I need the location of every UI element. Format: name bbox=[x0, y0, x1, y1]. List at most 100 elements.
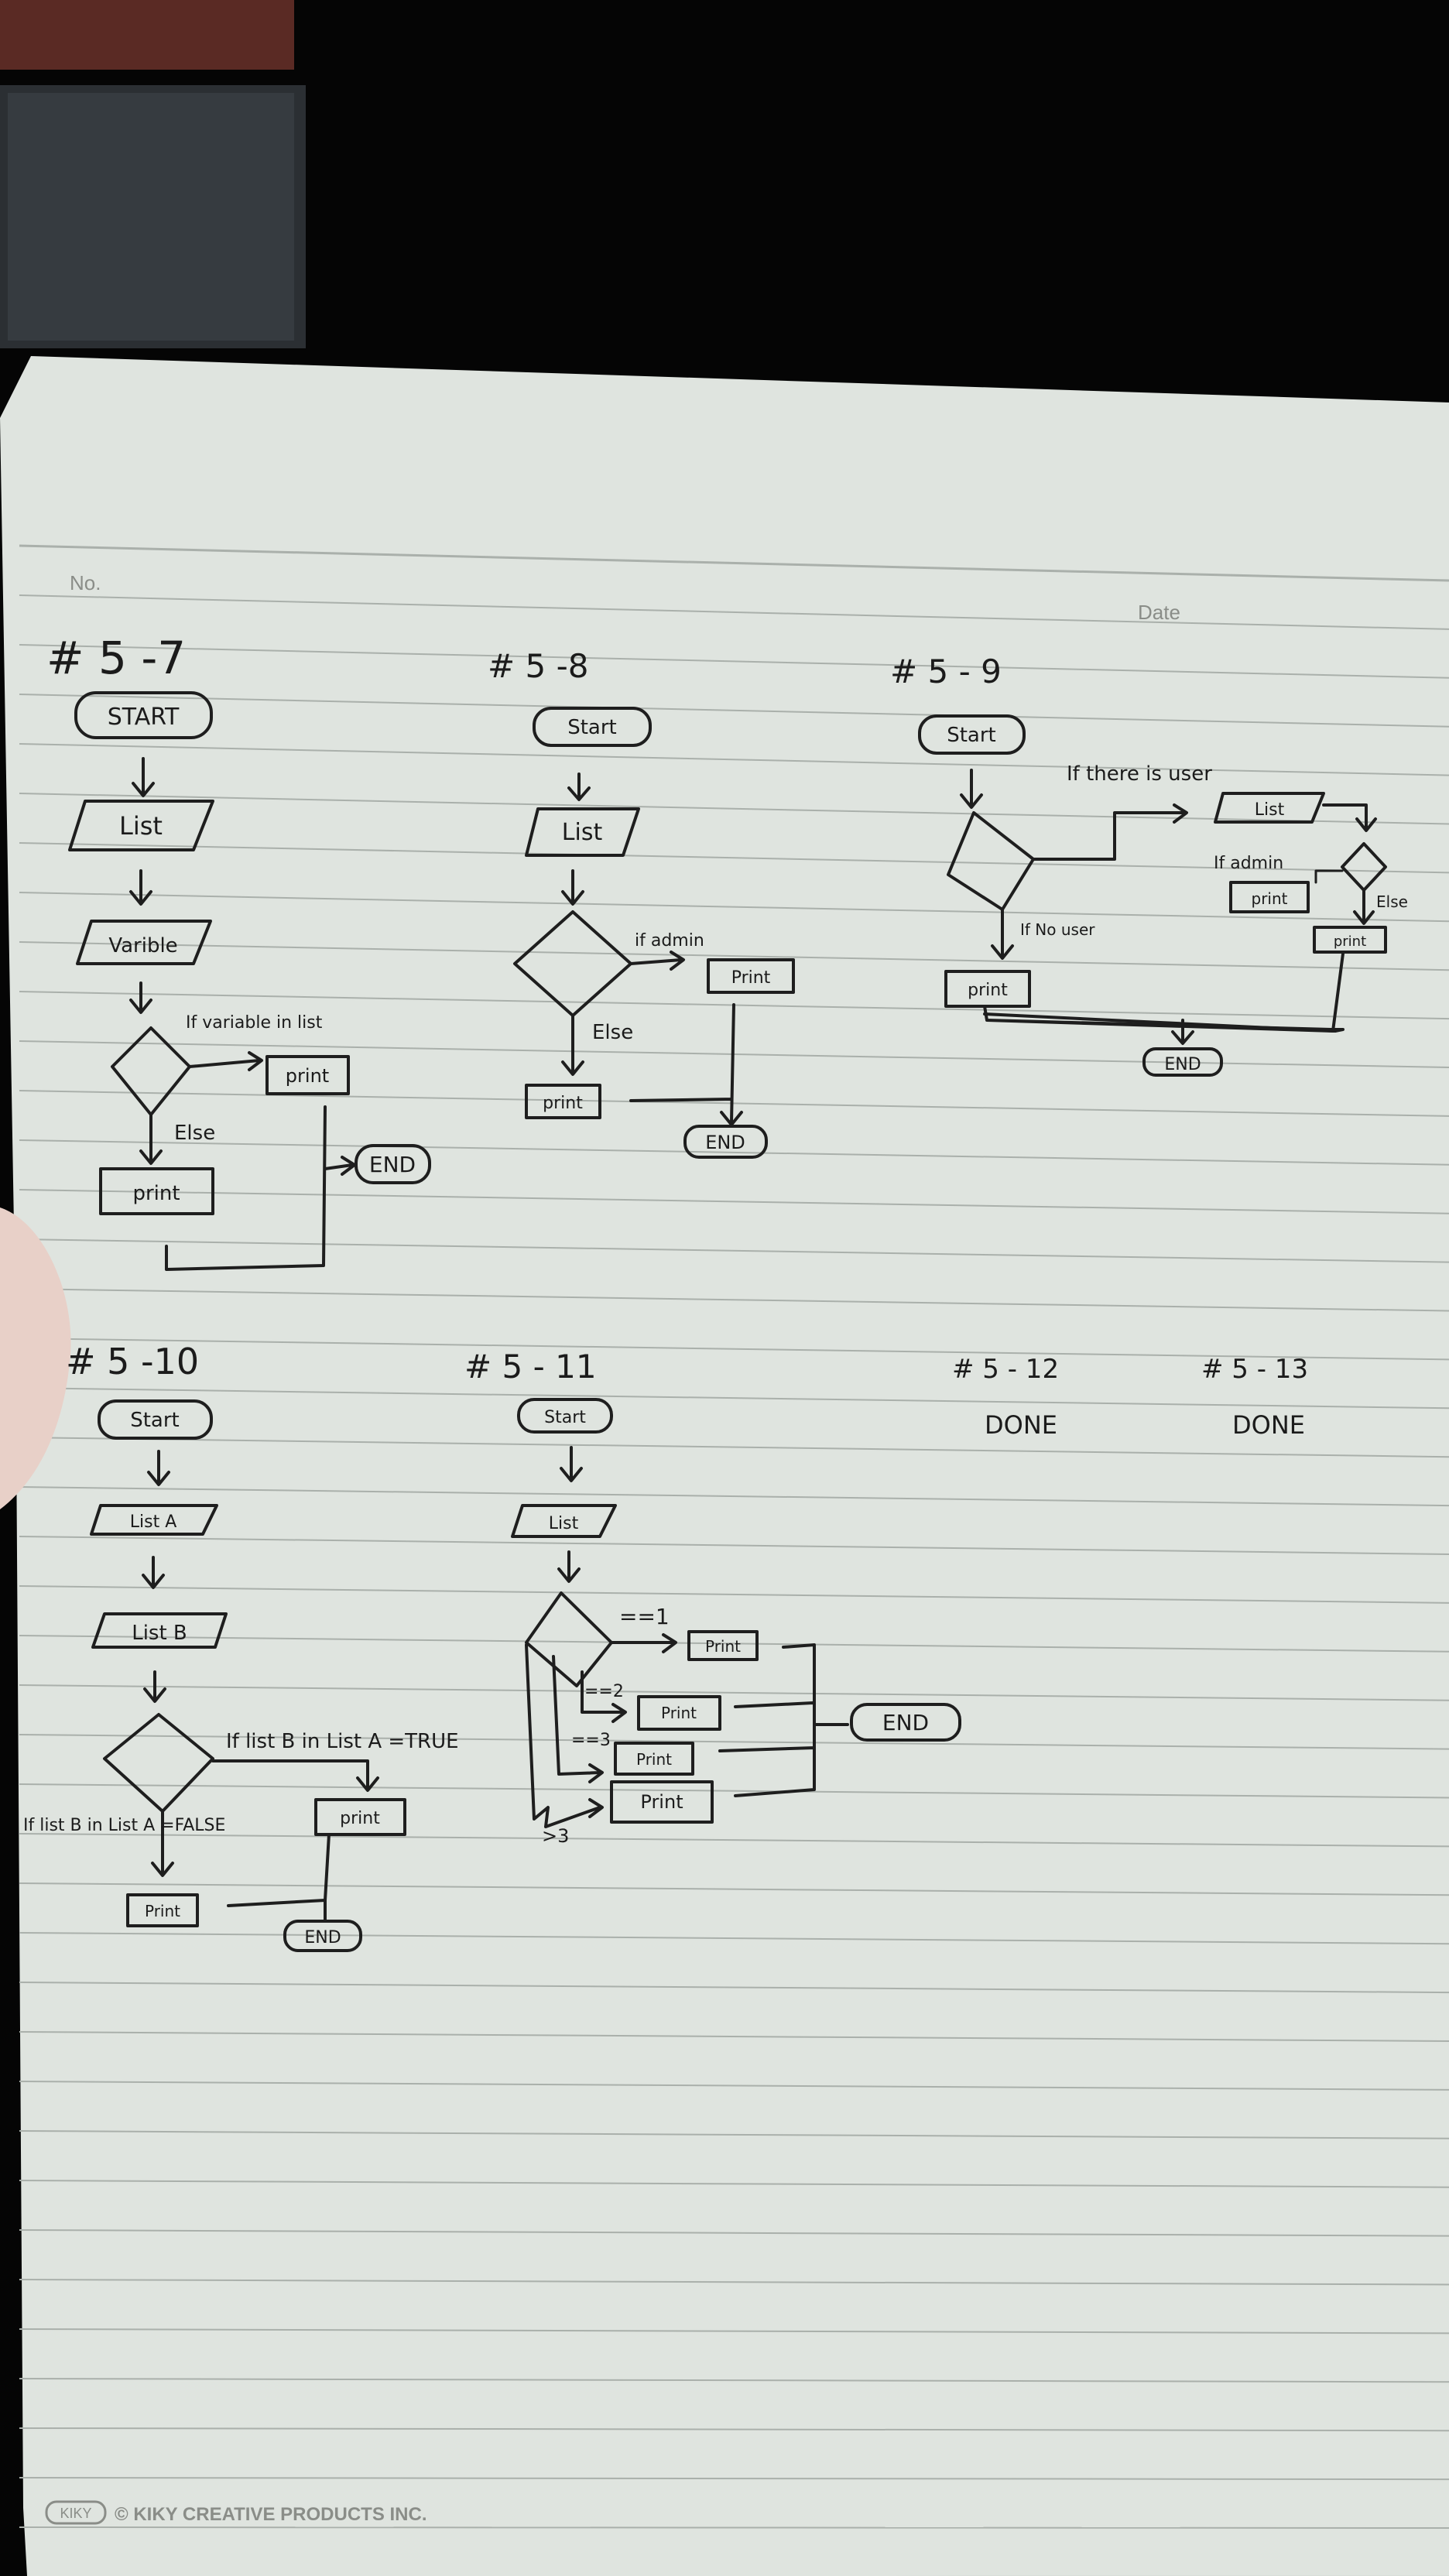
else-label: Else bbox=[592, 1021, 633, 1044]
cond-admin-label: If admin bbox=[1214, 854, 1283, 873]
end-terminal bbox=[355, 1144, 431, 1184]
else-label: Else bbox=[174, 1122, 215, 1145]
rule-line bbox=[19, 2031, 1449, 2042]
brand-logo bbox=[45, 2500, 107, 2525]
end-label: END bbox=[369, 1152, 416, 1177]
print-4-label: Print bbox=[640, 1791, 683, 1813]
flowchart-5-12: # 5 - 12 DONE bbox=[952, 1354, 1059, 1440]
list-io bbox=[68, 800, 214, 851]
list-label: List bbox=[1255, 800, 1285, 820]
end-terminal bbox=[283, 1920, 362, 1952]
list-b-io bbox=[91, 1612, 228, 1649]
rule-line bbox=[19, 892, 1449, 923]
rule-line bbox=[19, 2130, 1449, 2139]
rule-line bbox=[19, 1238, 1449, 1263]
print-2-process bbox=[637, 1695, 721, 1731]
print-false-process bbox=[126, 1893, 199, 1927]
rule-line bbox=[19, 1536, 1449, 1555]
cond-false-label: If list B in List A =FALSE bbox=[23, 1816, 225, 1835]
flowchart-5-7: # 5 -7 START List Varible If variable in… bbox=[46, 632, 431, 1271]
date-label: Date bbox=[1138, 601, 1180, 624]
flowchart-5-11: # 5 - 11 Start List ==1 Print ==2 Print … bbox=[464, 1348, 961, 1847]
heading-5-9: # 5 - 9 bbox=[890, 653, 1002, 690]
print-2-label: Print bbox=[661, 1704, 697, 1722]
print-3-process bbox=[614, 1742, 694, 1776]
print-admin-process bbox=[1229, 881, 1310, 913]
eq3-label: ==3 bbox=[571, 1731, 611, 1750]
rule-line bbox=[19, 1833, 1449, 1848]
start-terminal bbox=[98, 1399, 213, 1440]
print-true-process bbox=[265, 1055, 350, 1095]
print-else-label: print bbox=[1334, 933, 1366, 950]
start-terminal bbox=[74, 691, 213, 739]
start-label: Start bbox=[947, 724, 996, 747]
rule-line bbox=[19, 743, 1449, 776]
list-io bbox=[525, 807, 640, 857]
rule-line bbox=[19, 2279, 1449, 2286]
print-no-user-process bbox=[944, 970, 1031, 1008]
rule-line bbox=[19, 1189, 1449, 1214]
start-terminal bbox=[517, 1398, 613, 1434]
flowchart-5-13: # 5 - 13 DONE bbox=[1201, 1354, 1308, 1440]
print-true-process bbox=[707, 958, 795, 994]
variable-io bbox=[76, 920, 212, 965]
rule-line bbox=[19, 2427, 1449, 2432]
list-b-label: List B bbox=[132, 1622, 187, 1645]
rule-line bbox=[19, 2526, 1449, 2529]
heading-5-11: # 5 - 11 bbox=[464, 1348, 597, 1386]
end-label: END bbox=[304, 1928, 341, 1947]
rule-line bbox=[19, 793, 1449, 825]
print-no-user-label: print bbox=[968, 981, 1008, 1000]
rule-line bbox=[19, 1882, 1449, 1896]
rule-line bbox=[19, 1635, 1449, 1653]
rule-line bbox=[19, 644, 1449, 679]
rule-line bbox=[19, 1486, 1449, 1507]
rule-line bbox=[19, 1139, 1449, 1166]
eq2-label: ==2 bbox=[584, 1682, 624, 1701]
flowchart-5-10: # 5 -10 Start List A List B If list B in… bbox=[23, 1341, 459, 1952]
rule-line bbox=[19, 2229, 1449, 2237]
rule-line bbox=[19, 2378, 1449, 2383]
start-label: Start bbox=[544, 1408, 586, 1427]
rule-line bbox=[19, 1982, 1449, 1994]
rule-line bbox=[19, 2180, 1449, 2188]
brand-mark: KIKY bbox=[60, 2506, 91, 2521]
print-1-label: Print bbox=[705, 1637, 741, 1656]
list-label: List bbox=[562, 819, 603, 846]
list-a-io bbox=[90, 1504, 218, 1536]
rule-line bbox=[19, 544, 1449, 582]
start-label: Start bbox=[130, 1409, 180, 1432]
status-5-13: DONE bbox=[1232, 1410, 1305, 1440]
rule-line bbox=[19, 694, 1449, 728]
page-footer: KIKY © KIKY CREATIVE PRODUCTS INC. bbox=[45, 2500, 427, 2525]
end-label: END bbox=[882, 1710, 929, 1735]
heading-5-10: # 5 -10 bbox=[66, 1341, 199, 1382]
condition-label: if admin bbox=[635, 931, 704, 951]
rule-line bbox=[19, 1437, 1449, 1458]
flowchart-5-8: # 5 -8 Start List if admin Print Else pr… bbox=[488, 647, 795, 1159]
print-false-label: print bbox=[132, 1182, 180, 1205]
cond-true-label: If list B in List A =TRUE bbox=[226, 1730, 459, 1753]
end-label: END bbox=[705, 1132, 745, 1153]
rule-line bbox=[19, 1387, 1449, 1410]
decision-diamond bbox=[525, 1591, 613, 1687]
print-else-process bbox=[1313, 926, 1387, 954]
list-label: List bbox=[549, 1514, 579, 1533]
gt3-label: >3 bbox=[542, 1825, 569, 1847]
print-false-process bbox=[99, 1167, 214, 1215]
condition-label: If variable in list bbox=[186, 1013, 323, 1033]
heading-5-7: # 5 -7 bbox=[46, 632, 186, 684]
rule-line bbox=[19, 2081, 1449, 2091]
rule-line bbox=[19, 1585, 1449, 1604]
rule-line bbox=[19, 2477, 1449, 2481]
start-label: START bbox=[108, 704, 180, 731]
no-user-label: If No user bbox=[1020, 920, 1095, 939]
rule-line bbox=[19, 1932, 1449, 1945]
heading-5-8: # 5 -8 bbox=[488, 647, 589, 685]
rule-line bbox=[19, 2328, 1449, 2334]
thumb bbox=[0, 1208, 71, 1509]
print-true-label: print bbox=[286, 1065, 329, 1087]
print-false-label: print bbox=[543, 1094, 583, 1113]
start-label: Start bbox=[567, 716, 617, 739]
end-terminal bbox=[683, 1125, 768, 1159]
